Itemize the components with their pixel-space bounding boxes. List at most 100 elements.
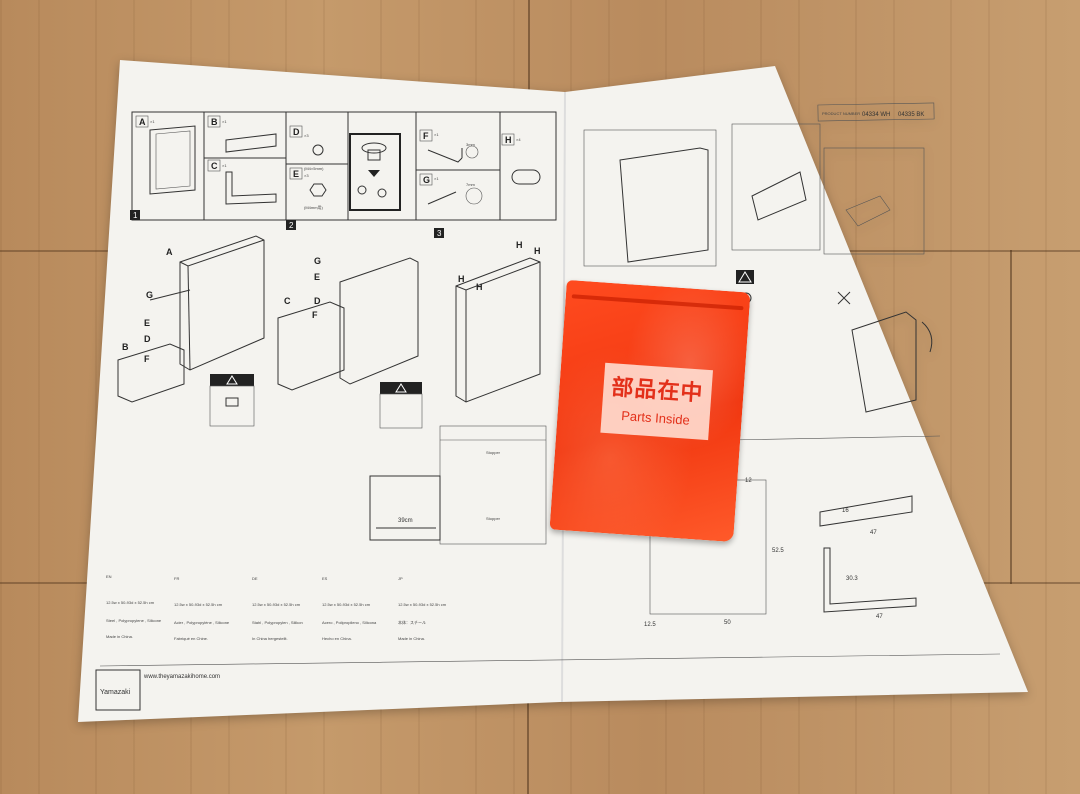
website: www.theyamazakihome.com [143, 674, 220, 680]
spec-column: FR 12.5w x 50-93d x 52.5h cm Acier , Pol… [174, 576, 230, 641]
part-qty-d: ×3 [304, 133, 309, 138]
callout-label: F [144, 354, 150, 364]
spec-size: 12.5w x 50-93d x 52.5h cm [106, 600, 155, 605]
callout-label: H [534, 246, 541, 256]
callout-label: B [122, 342, 129, 352]
part-spec-g: 7mm [466, 182, 476, 187]
parts-table: A ×1 B ×1 C ×1 D ×3 (M4×5mm) E ×3 (M4mm用… [131, 111, 557, 221]
dim-47-bottom: 47 [876, 614, 883, 620]
callout-label: H [516, 240, 523, 250]
hex-key-icon [427, 148, 463, 163]
spec-size: 12.5w x 50-93d x 52.5h cm [174, 602, 223, 607]
callout-label: F [312, 310, 318, 320]
part-letter-f: F [423, 131, 429, 141]
stopper-label: Stopper [486, 450, 501, 455]
part-letter-c: C [211, 161, 218, 171]
dim-12-5: 12.5 [644, 622, 656, 628]
bag-label-en: Parts Inside [620, 408, 691, 428]
spec-lang: DE [252, 576, 258, 581]
step-number: 1 [133, 211, 138, 220]
part-letter-a: A [139, 117, 146, 127]
callout-label: D [144, 334, 151, 344]
spec-material: Acier , Polypropylène , Silicone [174, 620, 230, 625]
stopper-label: Stopper [486, 516, 501, 521]
spec-size: 12.5w x 50-93d x 52.5h cm [322, 602, 371, 607]
brand-logo: Yamazaki [100, 689, 131, 696]
spec-size: 12.5w x 50-93d x 52.5h cm [252, 602, 301, 607]
spec-origin: Made in China. [106, 634, 133, 639]
part-qty-g: ×1 [434, 176, 439, 181]
callout-label: H [458, 274, 465, 284]
spec-column: EN 12.5w x 50-93d x 52.5h cm Steel , Pol… [106, 574, 162, 639]
callout-label: H [476, 282, 483, 292]
warning-icon [395, 383, 407, 393]
spec-material: Steel , Polypropylene , Silicone [106, 618, 162, 623]
part-spec-f: 3mm [466, 142, 476, 147]
part-qty-e: ×3 [304, 173, 309, 178]
spec-origin: Hecho en China. [322, 636, 352, 641]
step-number: 3 [437, 229, 442, 238]
spec-material: Stahl , Polypropylen , Silikon [252, 620, 303, 625]
step-numbers: 1 2 3 [130, 210, 444, 238]
spec-origin: In China hergestellt. [252, 636, 288, 641]
part-letter-e: E [293, 169, 299, 179]
product-number-label: PRODUCT NUMBER [822, 111, 860, 116]
footer-brand: Yamazaki www.theyamazakihome.com [95, 669, 220, 711]
bag-label-jp: 部品在中 [610, 375, 705, 407]
ng-mark-icon [837, 291, 851, 305]
part-qty-a: ×1 [150, 119, 155, 124]
dim-52-5: 52.5 [772, 548, 784, 554]
callout-label: C [284, 296, 291, 306]
part-letter-g: G [423, 175, 430, 185]
warning-icon [738, 271, 752, 283]
spec-column: JP 12.5w x 50-93d x 52.5h cm 本体：スチール Mad… [398, 576, 447, 641]
step-3-diagram: H H H H [455, 240, 541, 403]
spec-lang: EN [106, 574, 112, 579]
warning-icon [226, 375, 238, 385]
spec-origin: Fabriqué en Chine. [174, 636, 208, 641]
callout-label: E [144, 318, 150, 328]
part-spec-d: (M4×5mm) [304, 166, 324, 171]
dim-12: 12 [745, 478, 752, 484]
spanner-icon [427, 191, 457, 205]
spec-column: ES 12.5w x 50-93d x 52.5h cm Acero , Pol… [322, 576, 377, 641]
callout-label: A [166, 247, 173, 257]
part-qty-f: ×1 [434, 132, 439, 137]
wood-seam [1010, 250, 1012, 584]
part-letter-d: D [293, 127, 300, 137]
dim-30-3: 30.3 [846, 576, 858, 582]
part-spec-e: (M4mm用) [304, 205, 324, 210]
spec-column: DE 12.5w x 50-93d x 52.5h cm Stahl , Pol… [252, 576, 303, 641]
dim-47-top: 47 [870, 530, 877, 536]
callout-label: G [146, 290, 153, 300]
part-qty-c: ×1 [222, 163, 227, 168]
rubber-foot-icon [511, 169, 541, 185]
product-number-box: PRODUCT NUMBER 04334 WH 04335 BK [817, 102, 935, 122]
product-number-black: 04335 BK [898, 112, 924, 118]
knob-adjust-diagram [357, 142, 387, 198]
part-qty-b: ×1 [222, 119, 227, 124]
dim-50: 50 [724, 620, 731, 626]
step-1-diagram: A G E D B F [117, 235, 265, 427]
callout-label: E [314, 272, 320, 282]
measure-39cm: 39cm [398, 518, 413, 524]
callout-label: D [314, 296, 321, 306]
product-number-white: 04334 WH [862, 112, 890, 118]
spec-lang: ES [322, 576, 328, 581]
dim-16: 16 [842, 508, 849, 514]
dimension-drawings: 12 52.5 12.5 50 16 47 30.3 47 [644, 478, 917, 628]
step-number: 2 [289, 221, 294, 230]
spec-size: 12.5w x 50-93d x 52.5h cm [398, 602, 447, 607]
part-letter-b: B [211, 117, 218, 127]
spec-lang: JP [398, 576, 403, 581]
part-qty-h: ×4 [516, 137, 521, 142]
bag-zipper [571, 294, 744, 311]
parts-bag: 部品在中 Parts Inside [549, 279, 751, 543]
spec-origin: Made in China. [398, 636, 425, 641]
callout-label: G [314, 256, 321, 266]
bag-label: 部品在中 Parts Inside [600, 362, 713, 441]
spec-material: 本体：スチール [398, 619, 426, 625]
step-2-diagram: G E C D F [277, 256, 423, 429]
spec-columns: EN 12.5w x 50-93d x 52.5h cm Steel , Pol… [99, 574, 1001, 667]
